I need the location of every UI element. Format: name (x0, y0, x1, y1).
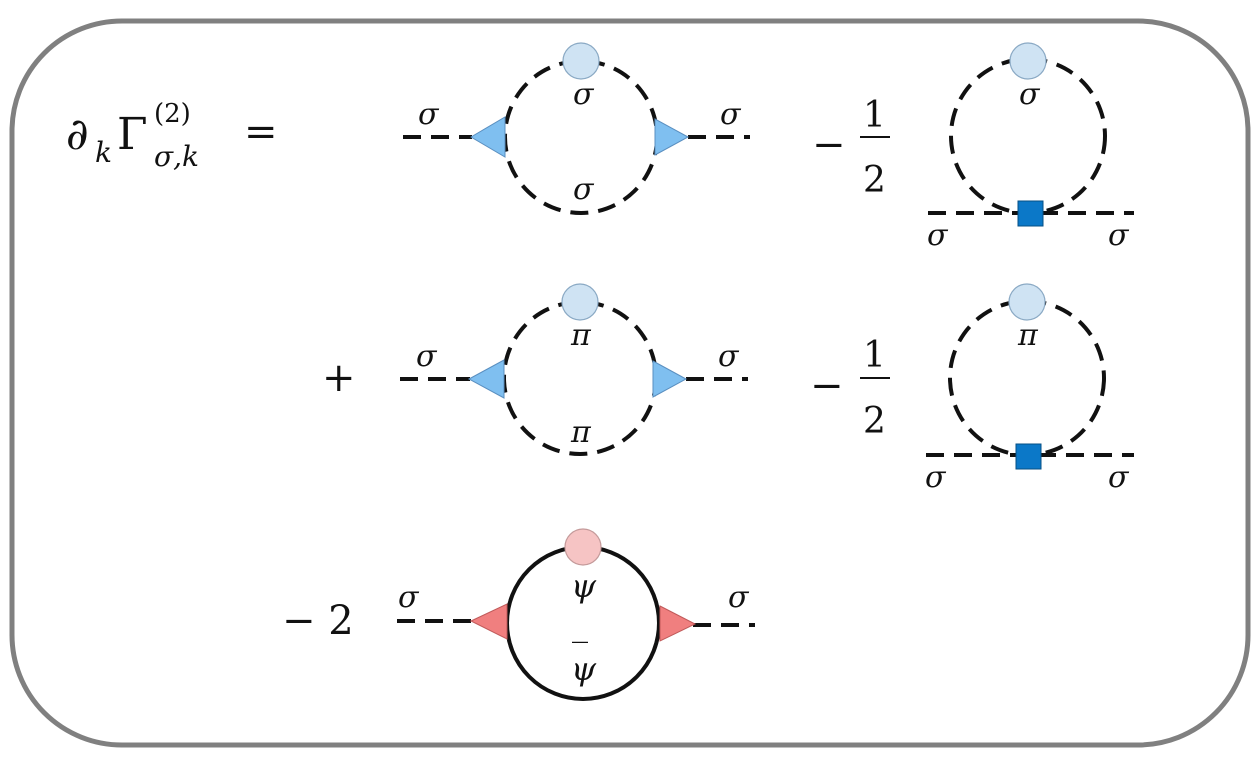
term-sign: − 2 (282, 598, 354, 644)
loop-label-bottom: ψ (571, 650, 597, 688)
four-point-vertex (1015, 443, 1042, 470)
regulator-insertion (561, 283, 599, 321)
three-point-vertex-left (470, 116, 506, 158)
loop-label-top: σ (1019, 77, 1041, 112)
ext-label-left: σ (418, 97, 440, 132)
ext-label-left: σ (416, 339, 438, 374)
lhs-partial: ∂ (66, 109, 89, 160)
lhs-gamma-sub: σ,k (154, 140, 199, 173)
regulator-insertion (1009, 42, 1047, 80)
three-point-vertex-right (652, 360, 688, 398)
loop-label-bottom-bar: ‾ (572, 636, 588, 674)
ext-label-right: σ (1108, 460, 1130, 495)
fraction-numerator: 1 (863, 95, 886, 136)
regulator-insertion (564, 528, 602, 566)
loop-label-top: π (1017, 318, 1039, 353)
term-pi-loop: + σ σ π π (322, 283, 748, 456)
fermion-vertex-left (469, 603, 508, 640)
regulator-insertion (1008, 283, 1046, 321)
ext-label-right: σ (718, 339, 740, 374)
term-sign: − (810, 363, 844, 409)
fermion-vertex-right (659, 605, 697, 642)
ext-label-right: σ (720, 97, 742, 132)
lhs-gamma: Γ (117, 109, 148, 160)
ext-label-left: σ (925, 460, 947, 495)
term-fermion-loop: − 2 σ σ ψ ‾ ψ (282, 528, 755, 701)
term-pi-tadpole: − 1 2 π σ σ (810, 283, 1134, 495)
ext-label-left: σ (398, 580, 420, 615)
term-sigma-tadpole: − 1 2 σ σ σ (812, 42, 1134, 253)
lhs-gamma-sup: (2) (154, 99, 191, 129)
loop-label-bottom: π (570, 415, 592, 450)
three-point-vertex-left (467, 359, 505, 399)
lhs-equals: = (244, 109, 278, 155)
regulator-insertion (562, 42, 600, 80)
rounded-frame (9, 18, 1251, 748)
loop-label-top: σ (573, 77, 595, 112)
loop-label-top: ψ (571, 567, 597, 605)
ext-label-left: σ (927, 218, 949, 253)
term-sign: − (812, 122, 846, 168)
term-sigma-loop: σ σ σ σ (403, 42, 750, 215)
four-point-vertex (1017, 200, 1044, 227)
three-point-vertex-right (654, 118, 690, 156)
lhs-expression: ∂ k Γ (2) σ,k = (66, 99, 278, 173)
loop-label-bottom: σ (573, 172, 595, 207)
ext-label-right: σ (728, 580, 750, 615)
term-sign: + (322, 355, 356, 401)
ext-label-right: σ (1108, 218, 1130, 253)
fraction-numerator: 1 (863, 335, 886, 376)
fraction-denominator: 2 (863, 160, 886, 201)
fraction-denominator: 2 (863, 401, 886, 442)
loop-label-top: π (570, 318, 592, 353)
lhs-partial-sub: k (95, 136, 112, 169)
